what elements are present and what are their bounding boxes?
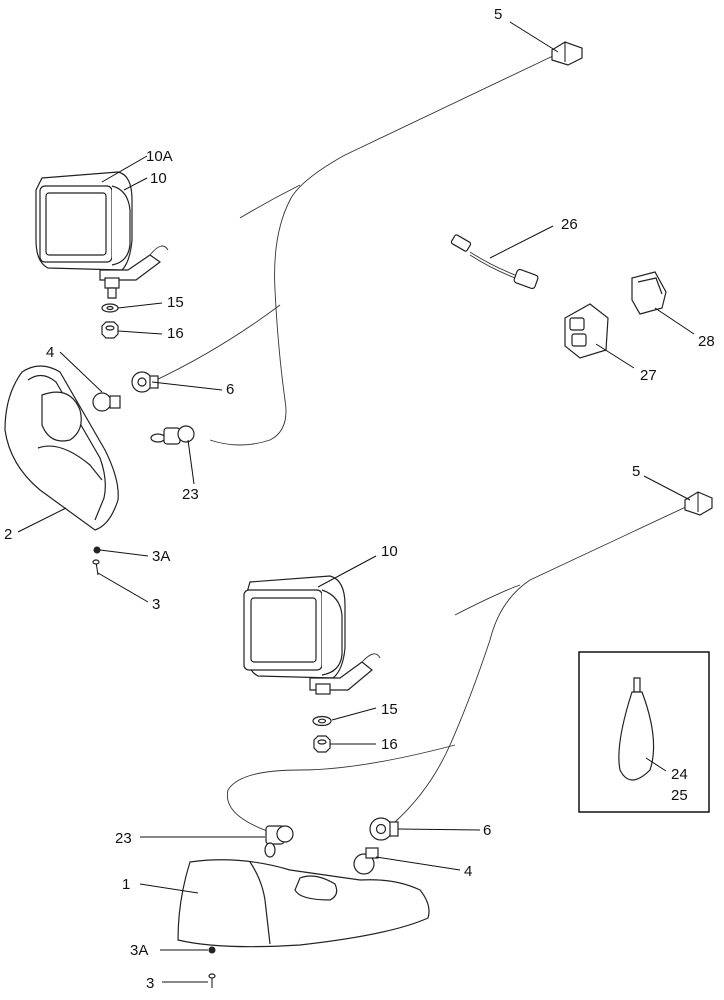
callout-25: 25 — [671, 787, 688, 804]
callout-16-bottom: 16 — [381, 736, 398, 753]
lamp-housing-1 — [177, 859, 430, 948]
callout-23-top: 23 — [182, 486, 199, 503]
rivet-3a-lower — [208, 946, 216, 954]
callout-3-top: 3 — [152, 596, 160, 613]
screw-3-upper — [92, 559, 100, 576]
callout-labels: 5 10A 10 26 15 16 4 6 28 27 23 2 3A 3 5 … — [4, 6, 715, 992]
washer-15-lower — [312, 715, 332, 727]
bulb-4-upper — [92, 392, 121, 412]
bulb-4-lower — [353, 847, 379, 875]
nut-16-upper — [101, 321, 119, 339]
callout-4-bottom: 4 — [464, 863, 472, 880]
callout-10-bottom: 10 — [381, 543, 398, 560]
callout-10a: 10A — [146, 148, 173, 165]
rivet-3a-upper — [93, 546, 101, 554]
callout-6-top: 6 — [226, 381, 234, 398]
connector-5-lower — [684, 491, 713, 516]
callout-3-bottom: 3 — [146, 975, 154, 992]
callout-5-top: 5 — [494, 6, 502, 23]
nut-16-lower — [313, 735, 331, 753]
callout-24: 24 — [671, 766, 688, 783]
callout-16-top: 16 — [167, 325, 184, 342]
callout-6-bottom: 6 — [483, 822, 491, 839]
callout-27: 27 — [640, 367, 657, 384]
tie-strap-box — [578, 651, 710, 813]
wiring-harness-upper — [151, 54, 556, 446]
work-lamp-lower — [243, 575, 381, 695]
callout-4-left: 4 — [46, 344, 54, 361]
callout-15-top: 15 — [167, 294, 184, 311]
callout-2: 2 — [4, 526, 12, 543]
callout-15-bottom: 15 — [381, 701, 398, 718]
screw-3-lower — [208, 973, 216, 988]
socket-23-lower — [264, 825, 294, 858]
harness-26 — [450, 234, 539, 290]
callout-3a-bottom: 3A — [130, 942, 148, 959]
bracket-28 — [631, 271, 667, 315]
connector-5-upper — [551, 41, 583, 66]
socket-23-upper — [150, 425, 195, 445]
callout-28: 28 — [698, 333, 715, 350]
wiring-harness-lower — [226, 504, 691, 833]
leader-lines — [17, 21, 695, 983]
callout-5-right: 5 — [632, 463, 640, 480]
callout-26: 26 — [561, 216, 578, 233]
callout-1: 1 — [122, 876, 130, 893]
callout-3a-top: 3A — [152, 548, 170, 565]
callout-23-bottom: 23 — [115, 830, 132, 847]
washer-15-upper — [101, 303, 119, 313]
socket-6-lower — [369, 817, 399, 841]
switch-27 — [564, 303, 609, 359]
lamp-housing-2 — [4, 365, 119, 531]
callout-10-top: 10 — [150, 170, 167, 187]
work-lamp-upper — [35, 171, 169, 299]
